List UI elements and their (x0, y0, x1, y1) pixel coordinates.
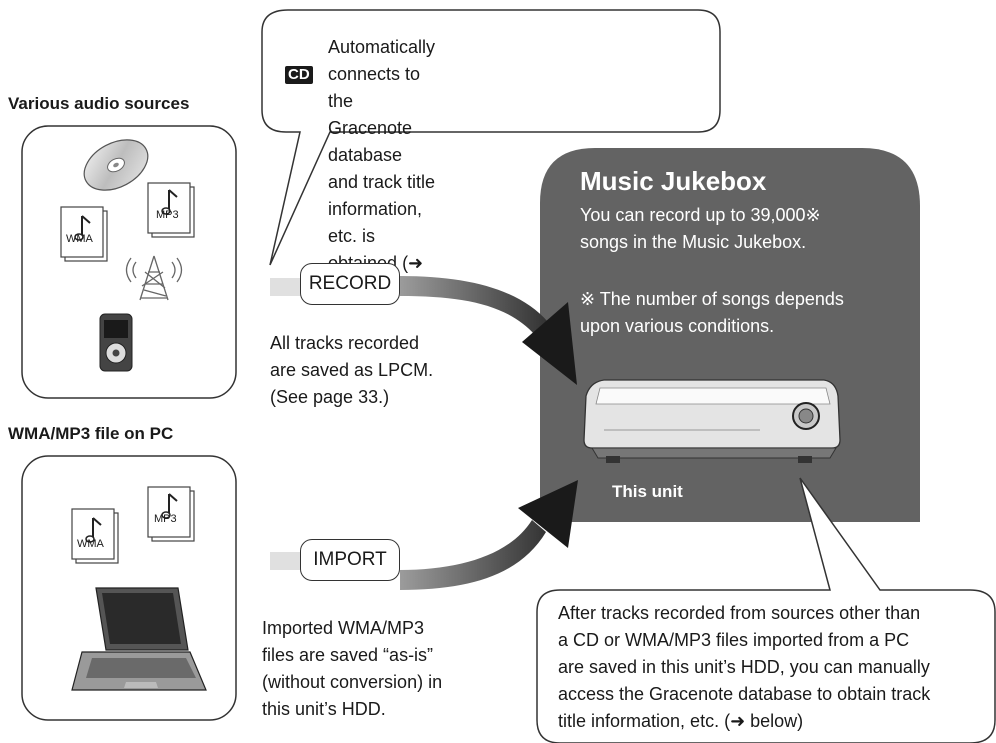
radio-tower-icon (125, 255, 183, 301)
jukebox-description: You can record up to 39,000※ songs in th… (580, 205, 821, 252)
import-note: Imported WMA/MP3 files are saved “as-is”… (262, 618, 443, 719)
mp3-label: MP3 (156, 209, 179, 221)
pc-files-heading: WMA/MP3 file on PC (8, 424, 174, 443)
record-note: All tracks recorded are saved as LPCM. (… (270, 333, 434, 407)
bottom-callout-text: After tracks recorded from sources other… (558, 603, 931, 731)
top-callout-body: Automatically connects to the Gracenote … (328, 37, 436, 300)
wma-label: WMA (66, 233, 93, 245)
mp3-file-icon (147, 182, 195, 238)
wma-file-icon (60, 206, 108, 262)
pc-mp3-label: MP3 (154, 513, 177, 525)
audio-sources-heading: Various audio sources (8, 94, 190, 113)
jukebox-unit-image (583, 379, 841, 463)
import-arrow (270, 480, 578, 590)
unit-label: This unit (612, 482, 683, 501)
cd-badge: CD (285, 66, 313, 84)
pc-wma-file-icon (71, 508, 119, 564)
pc-wma-label: WMA (77, 538, 104, 550)
top-callout-bubble (261, 9, 721, 266)
laptop-icon (71, 587, 207, 691)
record-arrow (270, 276, 577, 385)
top-callout-text: CD Automatically connects to the Gracenot… (285, 34, 435, 300)
record-label: RECORD (300, 263, 400, 305)
import-label: IMPORT (300, 539, 400, 581)
cd-disc-icon (83, 139, 149, 191)
jukebox-title: Music Jukebox (580, 166, 767, 196)
pc-mp3-file-icon (147, 486, 195, 542)
jukebox-footnote: ※ The number of songs depends upon vario… (580, 289, 844, 336)
portable-player-icon (99, 313, 133, 372)
